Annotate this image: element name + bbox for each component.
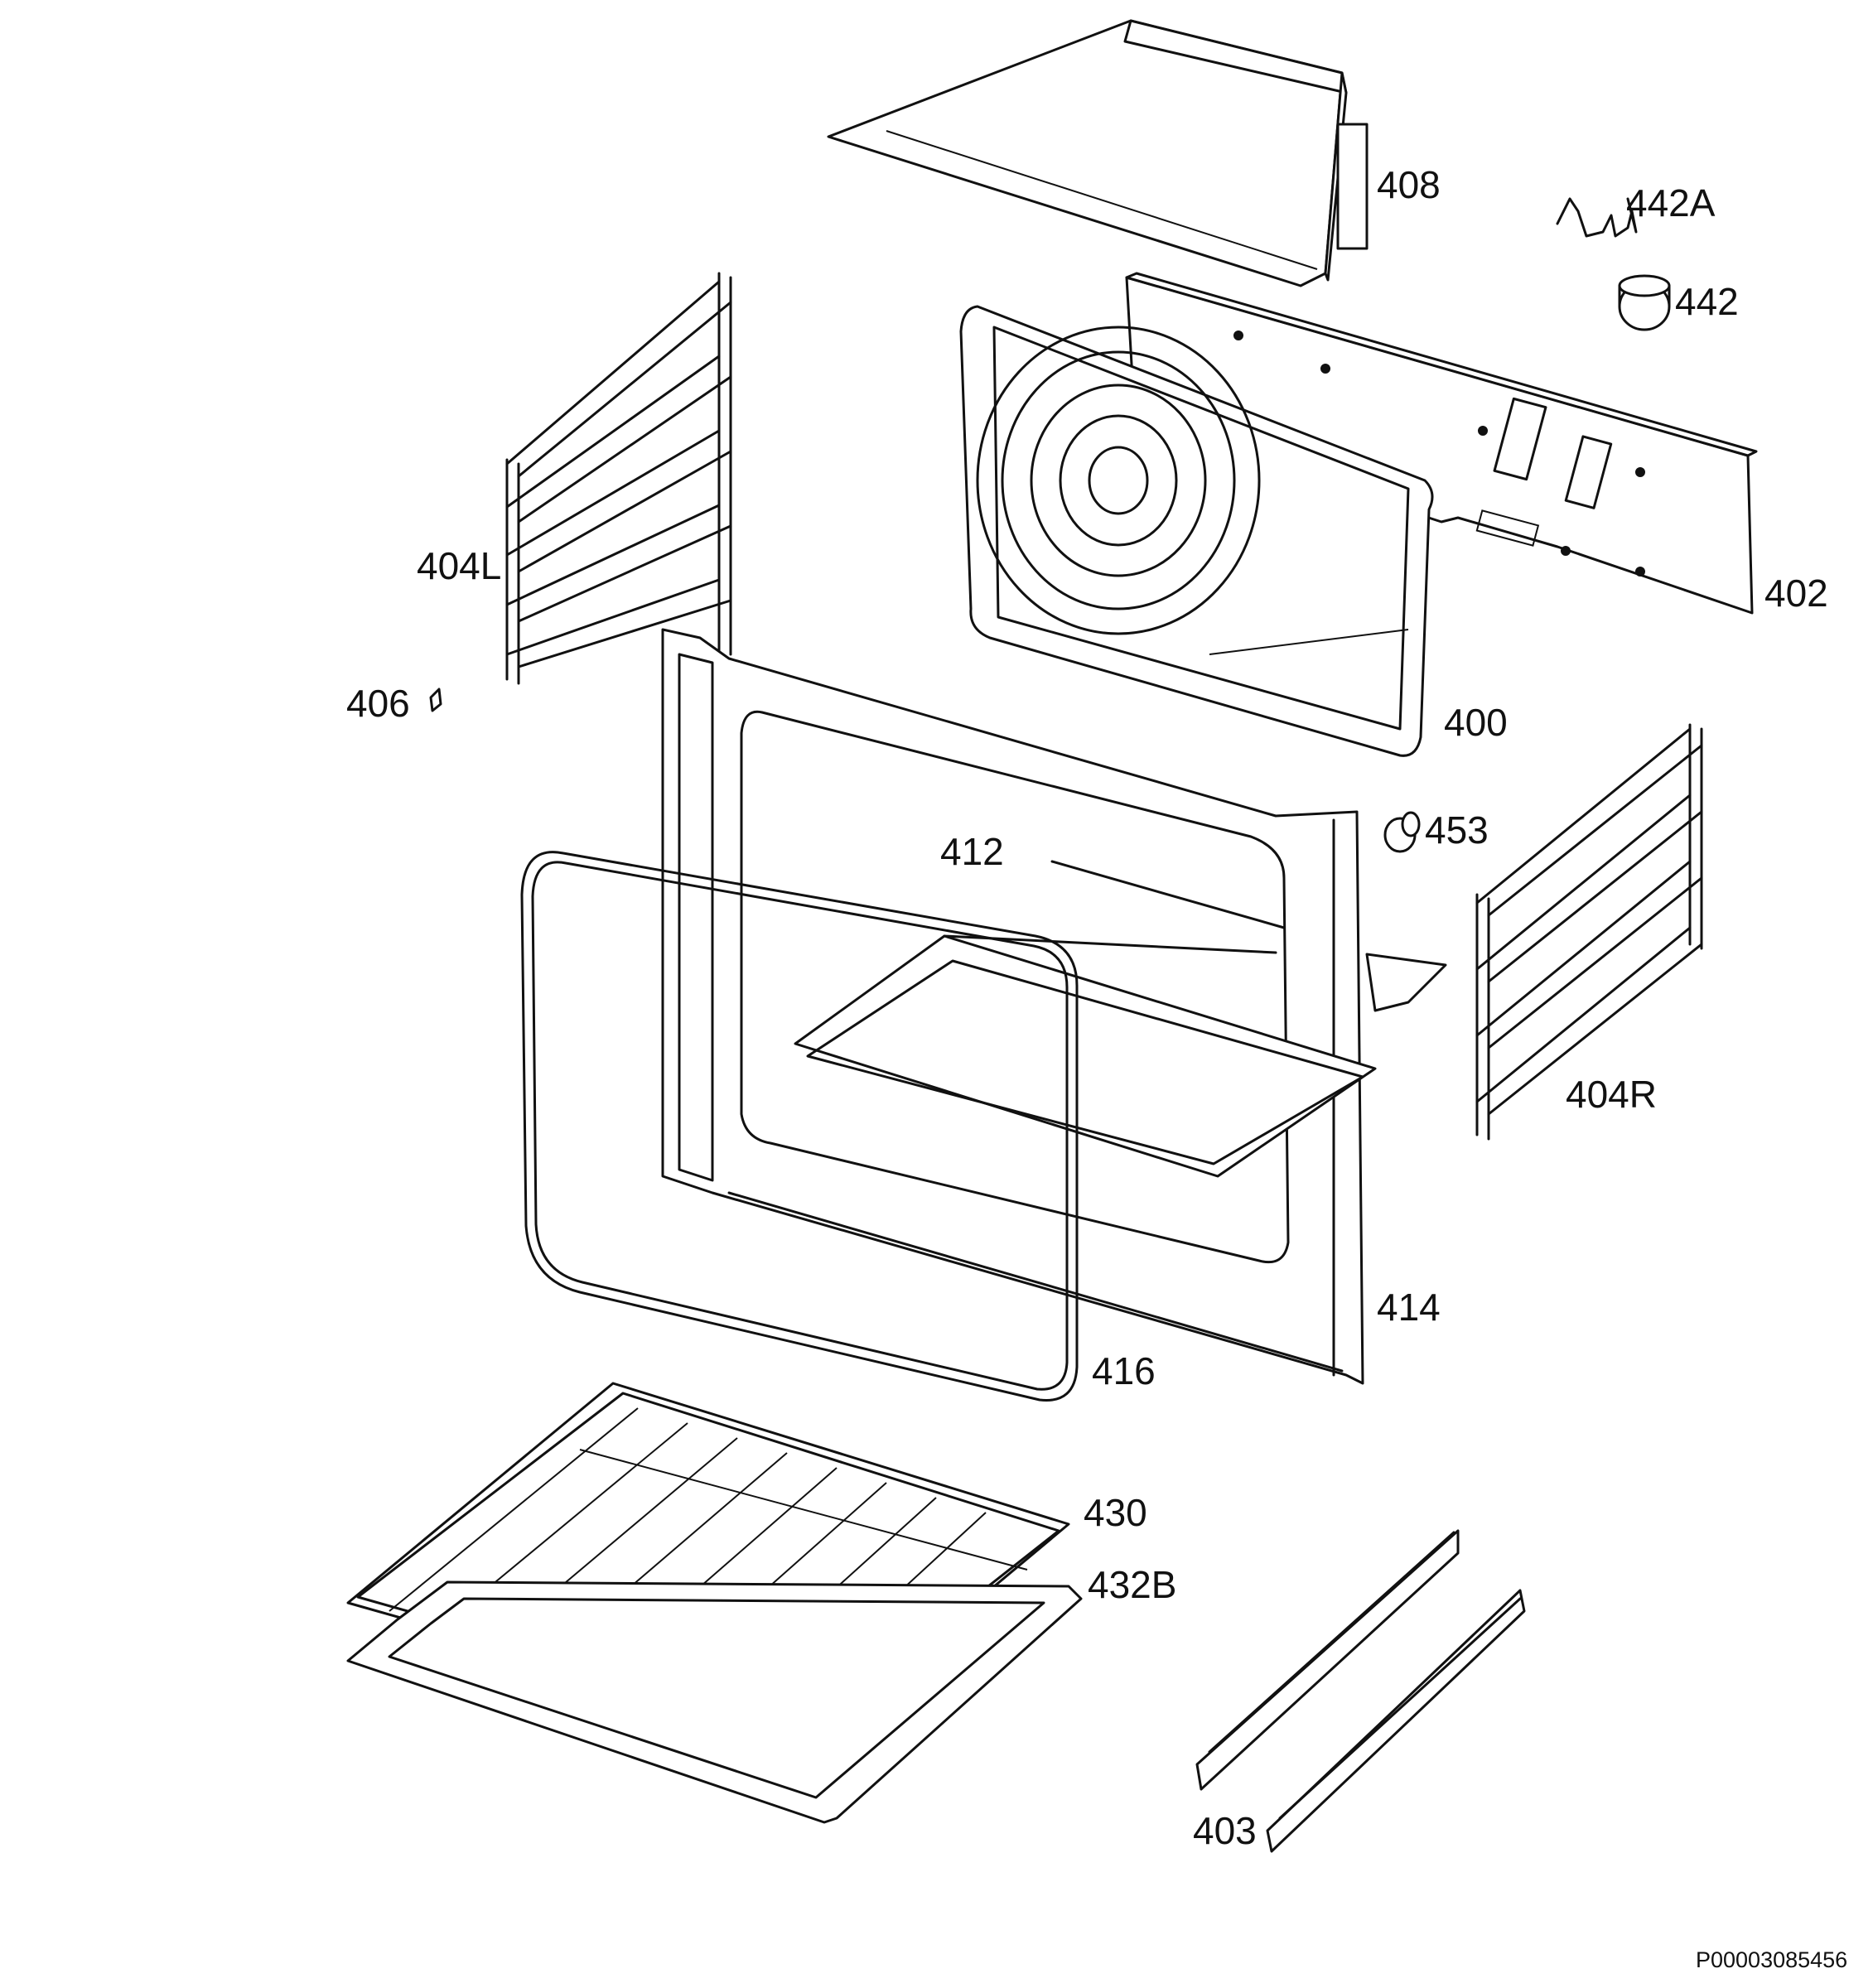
label-453: 453 <box>1425 808 1489 852</box>
part-432b-baking-tray[interactable] <box>346 1580 1083 1824</box>
label-404l: 404L <box>417 544 502 587</box>
label-402: 402 <box>1764 572 1828 615</box>
part-442-grease-filter[interactable] <box>1618 274 1671 331</box>
part-416-door-gasket[interactable] <box>520 851 1079 1402</box>
label-403: 403 <box>1193 1809 1257 1852</box>
part-404r-right-shelf-support[interactable] <box>1475 723 1703 1141</box>
part-406-fastener[interactable] <box>429 688 442 712</box>
part-404l-left-shelf-support[interactable] <box>505 272 732 685</box>
label-404r: 404R <box>1566 1073 1657 1116</box>
document-number: P00003085456 <box>1696 1947 1848 1972</box>
label-430: 430 <box>1084 1491 1147 1534</box>
label-442a: 442A <box>1626 181 1716 224</box>
part-453-fitting[interactable] <box>1383 811 1421 853</box>
label-412: 412 <box>940 830 1004 873</box>
label-416: 416 <box>1092 1349 1156 1392</box>
part-442a-clip[interactable] <box>1556 197 1638 238</box>
label-408: 408 <box>1377 163 1441 206</box>
part-400-fan-cover[interactable] <box>959 305 1434 757</box>
part-403-telescopic-runners[interactable] <box>1195 1529 1526 1853</box>
label-442: 442 <box>1675 280 1739 323</box>
label-432b: 432B <box>1088 1563 1177 1606</box>
label-400: 400 <box>1444 701 1508 744</box>
label-406: 406 <box>346 682 410 725</box>
part-408-top-cover[interactable] <box>827 19 1369 287</box>
label-414: 414 <box>1377 1286 1441 1329</box>
